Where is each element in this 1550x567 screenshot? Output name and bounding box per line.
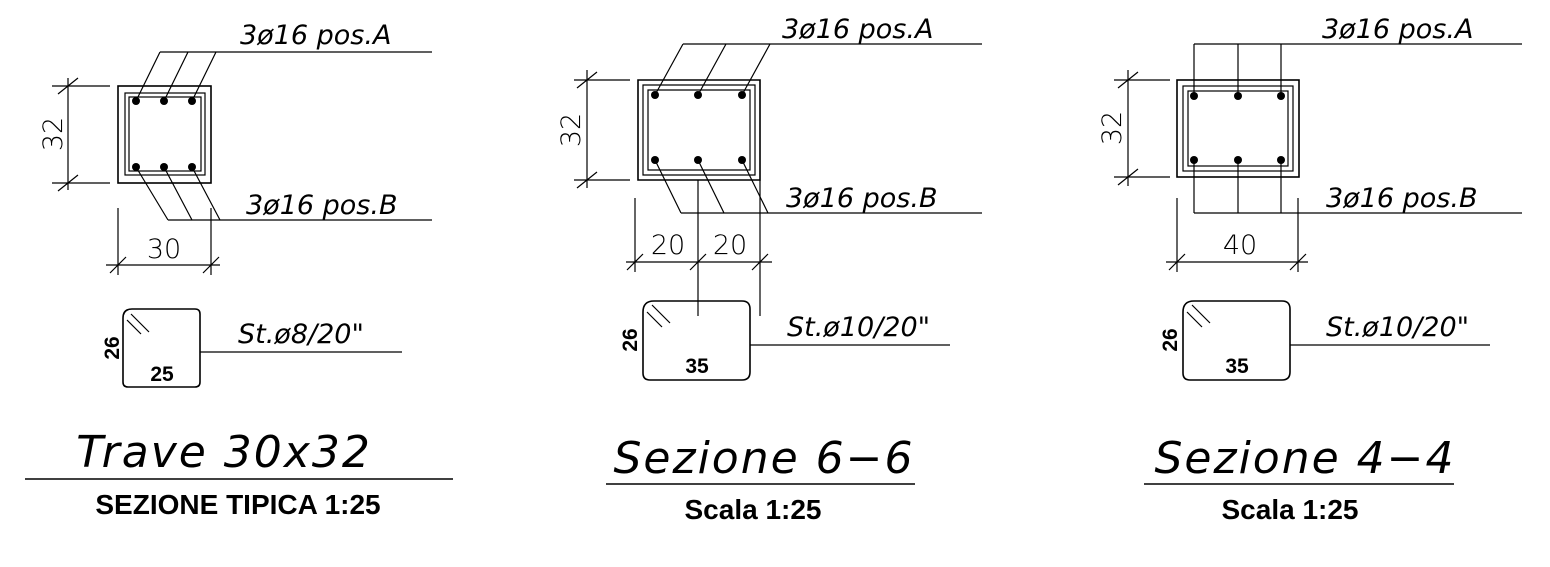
leader-top <box>654 43 982 96</box>
stirrup-shape <box>122 308 201 388</box>
stirrup-inner <box>1187 90 1289 167</box>
stirrup-outer <box>642 84 756 176</box>
stirrup-shape <box>642 300 751 381</box>
width-dimension <box>106 208 220 275</box>
stirrup-label: St.ø8/20" <box>238 319 364 350</box>
stirrup-hook <box>646 304 671 328</box>
section-title: Sezione 4−4 <box>1154 433 1455 484</box>
top-bars-label: 3ø16 pos.A <box>782 14 933 45</box>
leader-bottom <box>654 159 982 214</box>
height-dimension <box>1114 70 1170 186</box>
height-dim-label: 32 <box>556 113 587 147</box>
stirrup-width-label: 25 <box>150 363 174 386</box>
stirrup-hook <box>126 313 150 335</box>
stirrup-width-label: 35 <box>1225 355 1249 378</box>
beam-outline <box>117 85 212 184</box>
top-bars-label: 3ø16 pos.A <box>240 20 391 51</box>
section-4-4: 3ø16 pos.A 3ø16 pos.B 32 40 26 35 St.ø10… <box>1097 14 1522 525</box>
stirrup-height-label: 26 <box>101 336 124 359</box>
section-title: Trave 30x32 <box>76 427 372 478</box>
section-subtitle: Scala 1:25 <box>1222 494 1359 525</box>
width-dimension <box>1166 198 1308 272</box>
stirrup-shape <box>1182 300 1291 381</box>
section-title: Sezione 6−6 <box>613 433 914 484</box>
bottom-bars-label: 3ø16 pos.B <box>786 183 937 214</box>
stirrup-width-label: 35 <box>685 355 709 378</box>
height-dimension <box>52 77 110 192</box>
stirrup-inner <box>128 96 202 172</box>
stirrup-height-label: 26 <box>619 328 642 351</box>
height-dim-label: 32 <box>38 117 69 151</box>
beam-outline <box>637 79 761 181</box>
top-bars-label: 3ø16 pos.A <box>1322 14 1473 45</box>
stirrup-label: St.ø10/20" <box>787 312 930 343</box>
width-dim-label: 30 <box>147 234 181 265</box>
stirrup-hook <box>1186 304 1211 328</box>
leader-top <box>1193 43 1522 96</box>
height-dimension <box>574 70 630 189</box>
width-dim-label-left: 20 <box>651 230 685 261</box>
stirrup-outer <box>124 92 206 176</box>
stirrup-label: St.ø10/20" <box>1326 312 1469 343</box>
width-dimension <box>626 180 772 316</box>
width-dim-label-right: 20 <box>713 230 747 261</box>
leader-bottom <box>1193 160 1522 214</box>
section-subtitle: SEZIONE TIPICA 1:25 <box>95 489 380 520</box>
leader-bottom <box>135 166 432 221</box>
section-subtitle: Scala 1:25 <box>685 494 822 525</box>
stirrup-height-label: 26 <box>1159 328 1182 351</box>
section-6-6: 3ø16 pos.A 3ø16 pos.B 32 20 20 26 35 St.… <box>556 14 982 525</box>
leader-top <box>135 51 432 102</box>
stirrup-inner <box>647 89 751 171</box>
section-typical: 3ø16 pos.A 3ø16 pos.B 32 30 26 25 St.ø8/… <box>25 20 453 520</box>
width-dim-label: 40 <box>1223 230 1257 261</box>
bottom-bars-label: 3ø16 pos.B <box>246 190 397 221</box>
bottom-bars-label: 3ø16 pos.B <box>1326 183 1477 214</box>
height-dim-label: 32 <box>1097 111 1128 145</box>
